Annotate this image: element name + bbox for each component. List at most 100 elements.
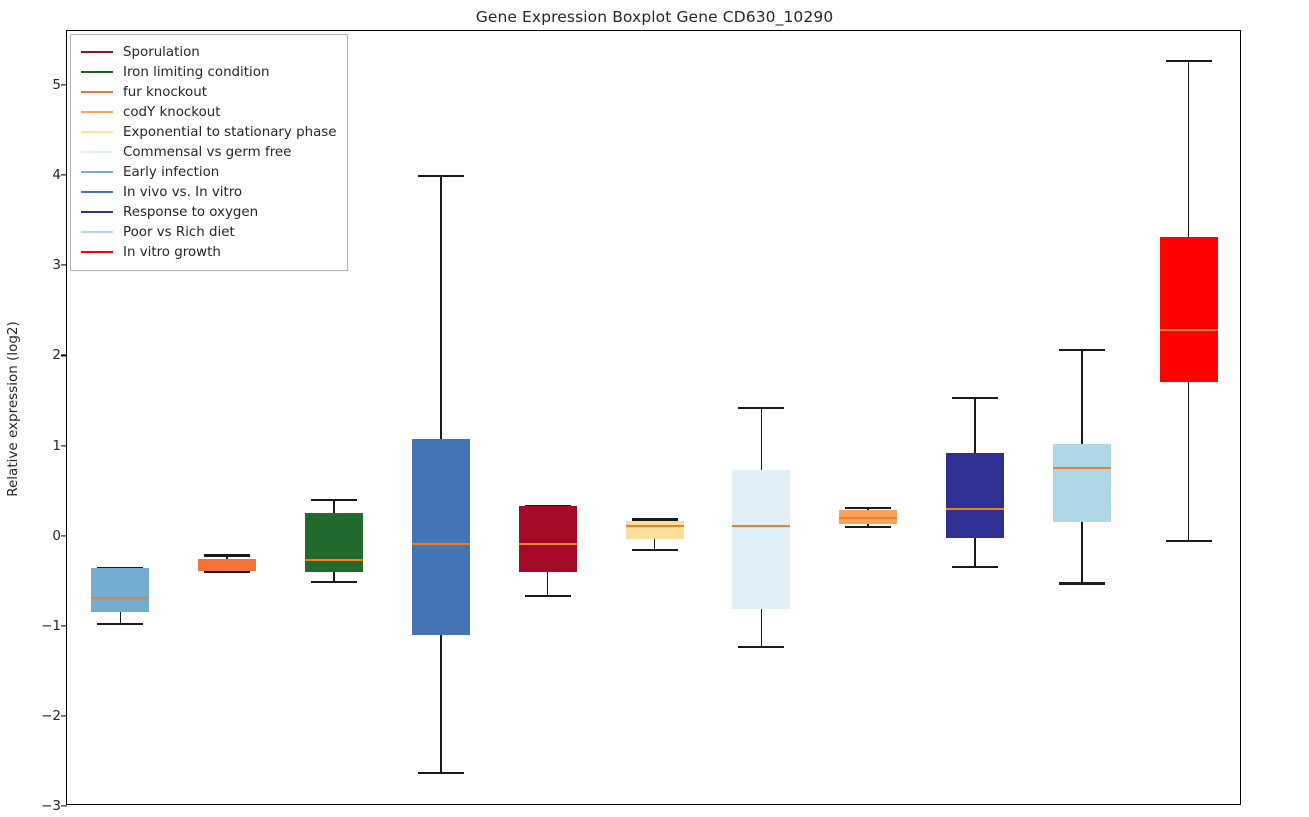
y-axis-tick-label: 3 bbox=[52, 257, 61, 274]
whisker-cap-upper bbox=[417, 174, 464, 178]
whisker-lower bbox=[333, 571, 335, 582]
median-line bbox=[1159, 329, 1218, 332]
y-axis-tick-label: −1 bbox=[41, 617, 61, 634]
legend-item[interactable]: Response to oxygen bbox=[81, 202, 337, 222]
legend-item[interactable]: Exponential to stationary phase bbox=[81, 122, 337, 142]
legend-item[interactable]: In vitro growth bbox=[81, 242, 337, 262]
legend-color-swatch bbox=[81, 110, 113, 114]
box-iqr[interactable] bbox=[732, 469, 791, 609]
y-axis-tick-mark bbox=[61, 535, 67, 537]
whisker-cap-lower bbox=[951, 566, 998, 569]
legend-color-swatch bbox=[81, 130, 113, 134]
page-title: Gene Expression Boxplot Gene CD630_10290 bbox=[475, 8, 834, 26]
whisker-cap-upper bbox=[631, 518, 678, 521]
whisker-cap-lower bbox=[845, 525, 892, 528]
legend-item-label: Response to oxygen bbox=[123, 204, 259, 220]
whisker-upper bbox=[1080, 350, 1083, 444]
boxplot-box-group[interactable] bbox=[67, 31, 1242, 806]
whisker-cap-lower bbox=[1058, 582, 1105, 585]
whisker-upper bbox=[226, 555, 229, 560]
y-axis-tick-label: 0 bbox=[52, 527, 61, 544]
legend-item[interactable]: Commensal vs germ free bbox=[81, 142, 337, 162]
boxplot-box-group[interactable] bbox=[67, 31, 1242, 806]
box-iqr[interactable] bbox=[411, 439, 470, 635]
box-iqr[interactable] bbox=[305, 513, 364, 572]
boxplot-box-group[interactable] bbox=[67, 31, 1242, 806]
median-line bbox=[732, 524, 791, 527]
y-axis-tick-label: 1 bbox=[52, 437, 61, 454]
boxplot-box-group[interactable] bbox=[67, 31, 1242, 806]
box-iqr[interactable] bbox=[518, 505, 577, 572]
legend-item-label: Commensal vs germ free bbox=[123, 144, 292, 160]
legend-item-label: codY knockout bbox=[123, 104, 221, 120]
whisker-cap-lower bbox=[204, 570, 251, 573]
whisker-cap-upper bbox=[204, 554, 251, 557]
boxplot-box-group[interactable] bbox=[67, 31, 1242, 806]
legend-color-swatch bbox=[81, 90, 113, 94]
legend-item[interactable]: Iron limiting condition bbox=[81, 62, 337, 82]
boxplot-box-group[interactable] bbox=[67, 31, 1242, 806]
whisker-cap-upper bbox=[951, 396, 998, 399]
legend-item[interactable]: Early infection bbox=[81, 162, 337, 182]
whisker-lower bbox=[653, 539, 656, 551]
y-axis-tick-mark bbox=[61, 715, 67, 717]
whisker-lower bbox=[546, 571, 549, 597]
legend-color-swatch bbox=[81, 230, 113, 234]
legend-item-label: In vitro growth bbox=[123, 244, 221, 260]
whisker-cap-lower bbox=[738, 646, 785, 649]
legend-color-swatch bbox=[81, 70, 113, 74]
whisker-upper bbox=[440, 176, 442, 440]
whisker-cap-lower bbox=[524, 594, 571, 598]
y-axis-tick-mark bbox=[61, 354, 67, 356]
y-axis-tick-mark bbox=[61, 444, 67, 447]
y-axis-tick-label: −3 bbox=[41, 798, 61, 814]
y-axis-tick-mark bbox=[61, 84, 67, 86]
legend-item[interactable]: Sporulation bbox=[81, 42, 337, 62]
whisker-lower bbox=[760, 608, 763, 648]
legend-color-swatch bbox=[81, 210, 113, 214]
whisker-cap-lower bbox=[417, 771, 464, 774]
legend-item[interactable]: Poor vs Rich diet bbox=[81, 222, 337, 242]
whisker-cap-lower bbox=[97, 622, 144, 626]
y-axis-tick-label: −2 bbox=[41, 707, 61, 724]
whisker-lower bbox=[1080, 522, 1083, 584]
box-iqr[interactable] bbox=[1052, 443, 1111, 523]
y-axis-tick-label: 2 bbox=[52, 347, 61, 364]
whisker-lower bbox=[974, 538, 976, 568]
whisker-upper bbox=[867, 507, 869, 511]
legend-item-label: Early infection bbox=[123, 164, 220, 180]
boxplot-box-group[interactable] bbox=[67, 31, 1242, 806]
whisker-cap-upper bbox=[1058, 348, 1105, 352]
median-line bbox=[945, 507, 1004, 510]
whisker-lower bbox=[440, 634, 442, 773]
y-axis-tick-mark bbox=[61, 174, 67, 176]
legend-item[interactable]: In vivo vs. In vitro bbox=[81, 182, 337, 202]
median-line bbox=[305, 558, 364, 562]
legend-item-label: Poor vs Rich diet bbox=[123, 224, 235, 240]
box-iqr[interactable] bbox=[91, 568, 150, 613]
whisker-cap-lower bbox=[1165, 539, 1212, 543]
legend-item-label: In vivo vs. In vitro bbox=[123, 184, 243, 200]
box-iqr[interactable] bbox=[945, 452, 1004, 539]
whisker-lower bbox=[867, 523, 869, 527]
legend-item-label: Exponential to stationary phase bbox=[123, 124, 337, 140]
whisker-upper bbox=[974, 397, 976, 453]
y-axis-tick-mark bbox=[61, 805, 67, 807]
boxplot-box-group[interactable] bbox=[67, 31, 1242, 806]
legend-item[interactable]: codY knockout bbox=[81, 102, 337, 122]
legend-item[interactable]: fur knockout bbox=[81, 82, 337, 102]
y-axis-tick-label: 4 bbox=[52, 167, 61, 184]
boxplot-box-group[interactable] bbox=[67, 31, 1242, 806]
legend-item-label: Iron limiting condition bbox=[123, 64, 270, 80]
legend-color-swatch bbox=[81, 250, 113, 254]
legend-color-swatch bbox=[81, 170, 113, 174]
box-iqr[interactable] bbox=[1159, 237, 1218, 383]
boxplot-box-group[interactable] bbox=[67, 31, 1242, 806]
legend-color-swatch bbox=[81, 190, 113, 194]
boxplot-box-group[interactable] bbox=[67, 31, 1242, 806]
legend-item-label: Sporulation bbox=[123, 44, 200, 60]
whisker-cap-lower bbox=[631, 548, 678, 552]
median-line bbox=[839, 516, 898, 519]
median-line bbox=[198, 564, 257, 567]
